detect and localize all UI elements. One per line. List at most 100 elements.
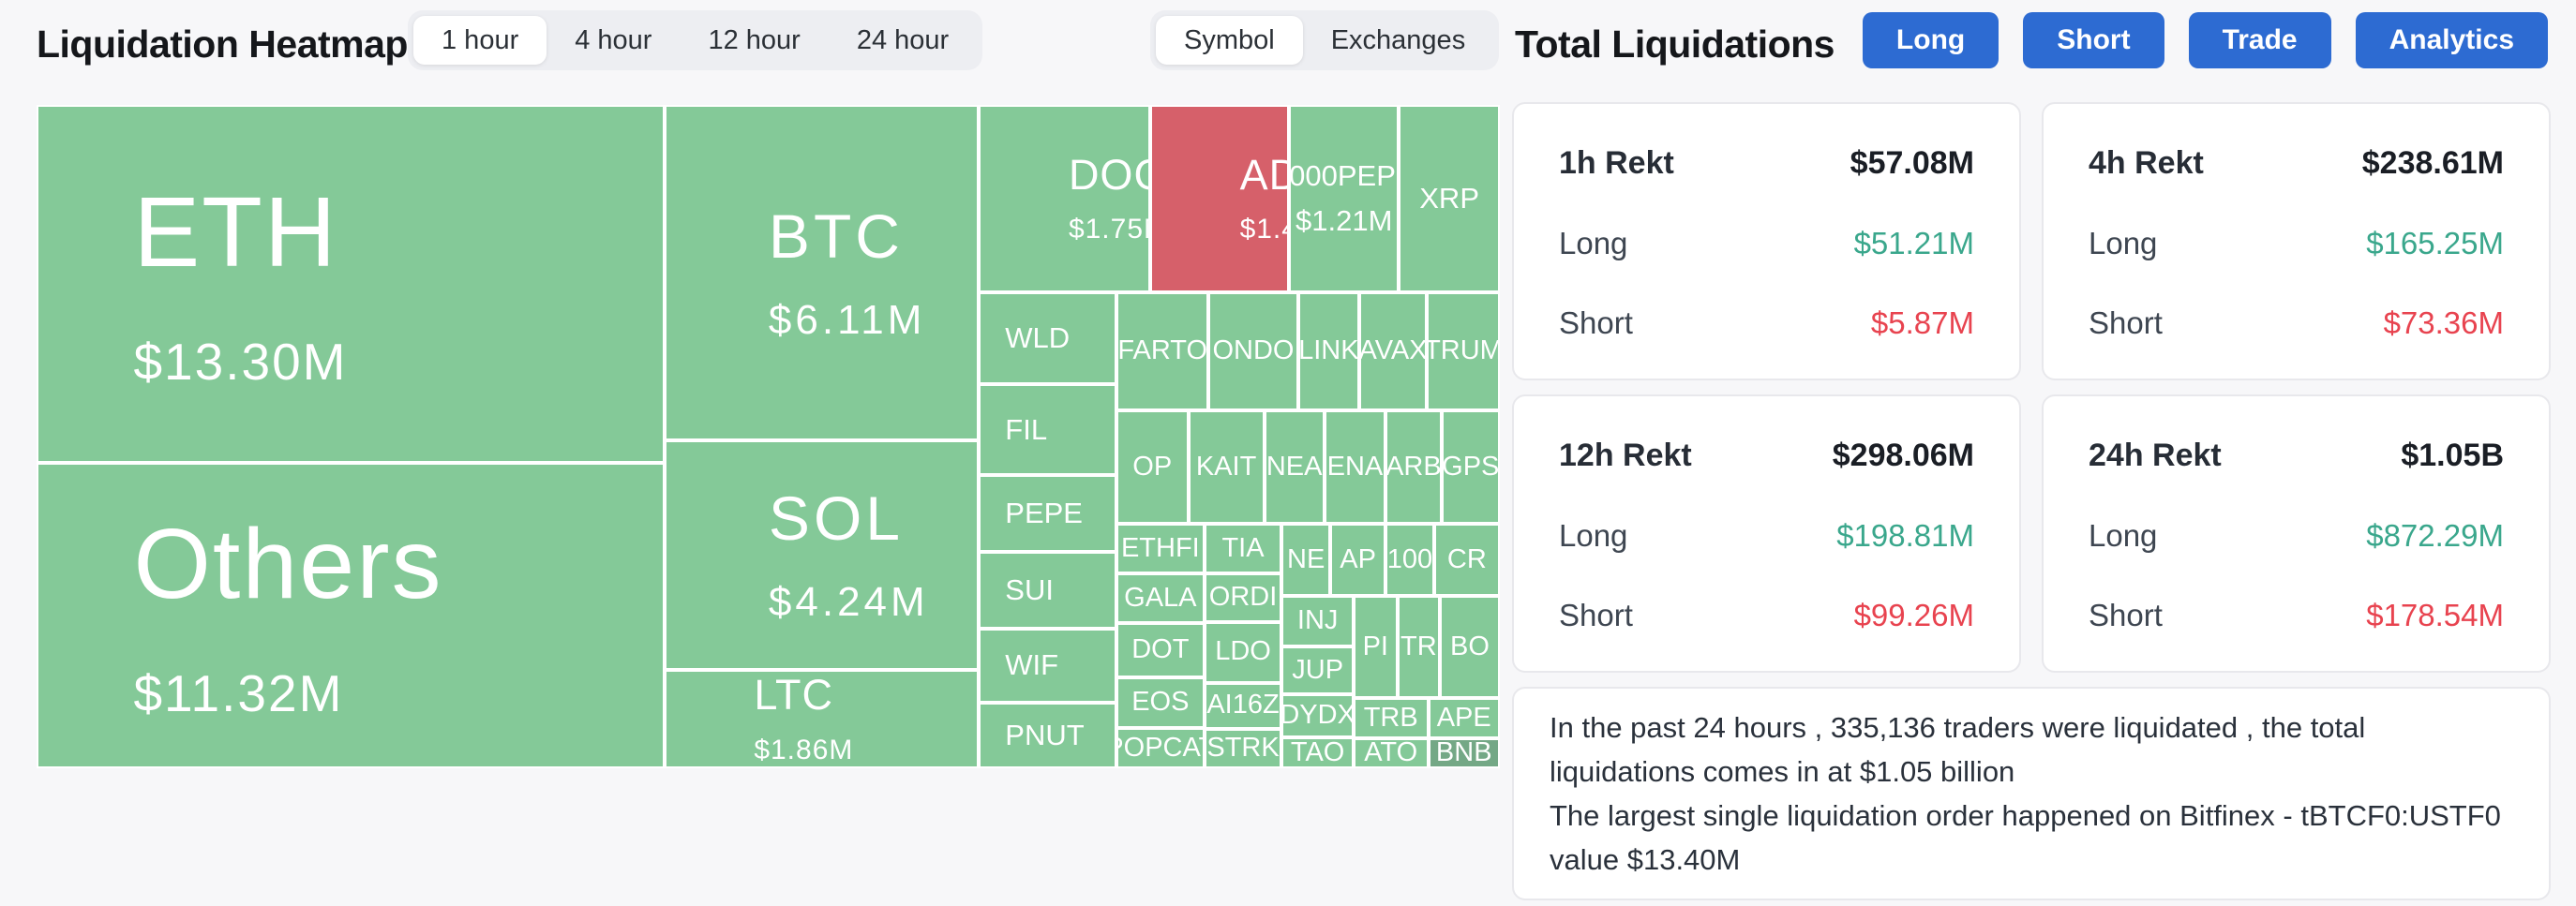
cell-symbol: PI <box>1362 631 1388 661</box>
treemap-cell-nea[interactable]: NEA <box>1264 409 1325 524</box>
long-label: Long <box>2089 226 2158 260</box>
treemap-cell-ato[interactable]: ATO <box>1353 738 1429 768</box>
trade-button[interactable]: Trade <box>2188 12 2331 68</box>
tab-1-hour[interactable]: 1 hour <box>413 16 547 65</box>
treemap-cell-ena[interactable]: ENA <box>1324 409 1386 524</box>
summary-line-2: The largest single liquidation order hap… <box>1550 799 2501 877</box>
cell-symbol: LTC <box>754 671 833 720</box>
treemap-cell-link[interactable]: LINK <box>1297 291 1360 410</box>
rekt-card-24h: 24h Rekt $1.05B Long $872.29M Short $178… <box>2042 394 2551 673</box>
treemap-cell-xrp[interactable]: XRP <box>1399 105 1500 292</box>
tab-24-hour[interactable]: 24 hour <box>856 24 950 55</box>
cell-symbol: ETHFI <box>1120 532 1200 563</box>
treemap-cell-100[interactable]: 100 <box>1385 523 1434 596</box>
treemap-cell-dydx[interactable]: DYDX <box>1281 694 1354 737</box>
cell-symbol: TIA <box>1221 532 1265 563</box>
treemap-cell-others[interactable]: Others$11.32M <box>37 463 665 768</box>
rekt-card-12h: 12h Rekt $298.06M Long $198.81M Short $9… <box>1512 394 2021 673</box>
treemap-cell-eth[interactable]: ETH$13.30M <box>37 105 665 464</box>
cell-symbol: TRUM <box>1426 334 1500 365</box>
cell-symbol: LDO <box>1215 636 1271 667</box>
cell-symbol: DOT <box>1131 634 1190 665</box>
cell-symbol: AP <box>1340 543 1376 574</box>
cell-symbol: Others <box>133 508 443 619</box>
treemap-cell-bo[interactable]: BO <box>1439 595 1500 698</box>
treemap-cell-ondo[interactable]: ONDO <box>1208 291 1298 410</box>
treemap-cell-tao[interactable]: TAO <box>1281 736 1354 768</box>
cell-value: $1.43M <box>1239 214 1288 245</box>
treemap-cell-sol[interactable]: SOL$4.24M <box>664 440 980 671</box>
treemap-cell-gps[interactable]: GPS <box>1441 409 1500 524</box>
treemap-cell-strk[interactable]: STRK <box>1204 728 1282 768</box>
tab-4-hour[interactable]: 4 hour <box>575 24 652 55</box>
treemap-cell-farto[interactable]: FARTO <box>1116 291 1209 410</box>
cell-symbol: FARTO <box>1117 334 1207 365</box>
cell-symbol: 1000PEPE <box>1289 159 1397 193</box>
long-label: Long <box>1559 518 1628 553</box>
treemap-cell-wld[interactable]: WLD <box>979 291 1116 385</box>
cell-symbol: TR <box>1400 631 1437 661</box>
treemap-cell-gala[interactable]: GALA <box>1116 572 1205 623</box>
treemap-cell-eos[interactable]: EOS <box>1116 677 1205 728</box>
cell-symbol: SUI <box>1005 573 1054 607</box>
treemap-cell-ltc[interactable]: LTC$1.86M <box>664 670 980 768</box>
treemap-cell-sui[interactable]: SUI <box>979 552 1116 629</box>
treemap-cell-1000pepe[interactable]: 1000PEPE$1.21M <box>1289 105 1400 292</box>
treemap-cell-popcat[interactable]: POPCAT <box>1116 727 1205 768</box>
short-label: Short <box>2089 305 2163 340</box>
cell-symbol: JUP <box>1292 654 1344 685</box>
treemap-cell-arb[interactable]: ARB <box>1385 409 1442 524</box>
tab-exchanges[interactable]: Exchanges <box>1330 24 1466 55</box>
treemap-cell-pepe[interactable]: PEPE <box>979 475 1116 553</box>
short-button[interactable]: Short <box>2023 12 2164 68</box>
treemap-cell-ada[interactable]: ADA$1.43M <box>1149 105 1290 292</box>
cell-value: $4.24M <box>768 579 929 626</box>
cell-symbol: TAO <box>1290 736 1345 767</box>
long-value: $165.25M <box>2366 226 2504 260</box>
treemap-cell-trb[interactable]: TRB <box>1353 697 1429 739</box>
cell-symbol: GPS <box>1442 451 1500 482</box>
long-button[interactable]: Long <box>1862 12 1999 68</box>
treemap-cell-fil[interactable]: FIL <box>979 384 1116 476</box>
treemap-cell-tia[interactable]: TIA <box>1204 523 1282 573</box>
treemap-cell-ethfi[interactable]: ETHFI <box>1116 523 1205 573</box>
cell-symbol: FIL <box>1005 412 1048 446</box>
cell-symbol: ORDI <box>1208 582 1278 612</box>
treemap-cell-ne[interactable]: NE <box>1281 523 1330 596</box>
treemap-cell-bnb[interactable]: BNB <box>1428 738 1500 768</box>
cell-symbol: EOS <box>1131 687 1190 718</box>
treemap-cell-op[interactable]: OP <box>1116 409 1189 524</box>
long-label: Long <box>2089 518 2158 553</box>
treemap-cell-trum[interactable]: TRUM <box>1426 291 1500 410</box>
treemap-cell-cr[interactable]: CR <box>1433 523 1500 596</box>
analytics-button[interactable]: Analytics <box>2355 12 2548 68</box>
treemap-cell-kait[interactable]: KAIT <box>1188 409 1265 524</box>
treemap-cell-tr[interactable]: TR <box>1397 595 1440 698</box>
card-total: $298.06M <box>1832 438 1974 473</box>
cell-value: $6.11M <box>768 296 926 343</box>
summary-line-1: In the past 24 hours , 335,136 traders w… <box>1550 710 2366 788</box>
treemap-cell-ape[interactable]: APE <box>1428 697 1500 739</box>
cell-symbol: WLD <box>1005 321 1071 355</box>
cell-symbol: POPCAT <box>1118 732 1203 763</box>
treemap-cell-ordi[interactable]: ORDI <box>1204 572 1282 622</box>
treemap-cell-pi[interactable]: PI <box>1353 595 1398 698</box>
short-value: $5.87M <box>1870 305 1974 340</box>
treemap-cell-jup[interactable]: JUP <box>1281 646 1354 695</box>
treemap-cell-pnut[interactable]: PNUT <box>979 702 1116 768</box>
treemap-cell-wif[interactable]: WIF <box>979 628 1116 703</box>
treemap-cell-doge[interactable]: DOGE$1.75M <box>979 105 1150 292</box>
tab-symbol[interactable]: Symbol <box>1156 16 1303 65</box>
grouping-tab-group: Symbol Exchanges <box>1150 10 1500 70</box>
treemap-cell-btc[interactable]: BTC$6.11M <box>664 105 980 441</box>
treemap-cell-inj[interactable]: INJ <box>1281 595 1354 646</box>
treemap-cell-ldo[interactable]: LDO <box>1204 621 1282 683</box>
cell-symbol: ARB <box>1385 451 1442 482</box>
cell-symbol: GALA <box>1124 582 1197 613</box>
tab-12-hour[interactable]: 12 hour <box>708 24 801 55</box>
treemap-cell-ai16z[interactable]: AI16Z <box>1204 682 1282 729</box>
treemap-cell-ap[interactable]: AP <box>1329 523 1386 596</box>
treemap-cell-avax[interactable]: AVAX <box>1359 291 1427 410</box>
cell-symbol: STRK <box>1206 733 1280 764</box>
treemap-cell-dot[interactable]: DOT <box>1116 622 1205 677</box>
